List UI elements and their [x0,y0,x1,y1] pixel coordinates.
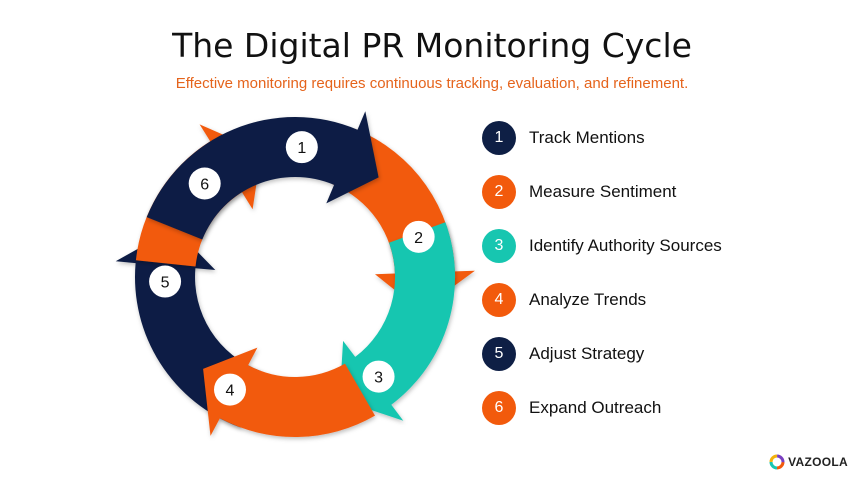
legend-item-identify-authority-sources: 3 Identify Authority Sources [482,229,822,263]
badge-number: 5 [161,275,170,292]
vazoola-logo-icon [769,454,785,470]
cycle-badge-step-2: 2 [402,220,435,253]
legend-label: Identify Authority Sources [529,236,722,255]
legend-label: Analyze Trends [529,290,647,309]
badge-circle [214,373,246,406]
legend-number-badge: 2 [482,175,516,209]
cycle-badges: 1 2 3 4 5 6 [149,131,435,406]
badge-circle [362,360,395,393]
legend-number-badge: 3 [482,229,516,263]
badge-number: 1 [297,140,306,157]
legend-label: Measure Sentiment [529,182,677,201]
legend-number-badge: 5 [482,337,516,371]
cycle-badge-step-1: 1 [285,131,318,164]
legend-item-adjust-strategy: 5 Adjust Strategy [482,337,822,371]
legend-item-measure-sentiment: 2 Measure Sentiment [482,175,822,209]
cycle-badge-step-3: 3 [362,360,395,393]
badge-number: 4 [226,383,235,400]
legend-label: Track Mentions [529,128,645,147]
cycle-arrow-step-1 [146,111,379,240]
badge-number: 6 [200,176,209,193]
legend-item-track-mentions: 1 Track Mentions [482,121,822,155]
legend-label: Adjust Strategy [529,344,645,363]
cycle-arrow-step-4 [203,347,375,438]
legend-item-analyze-trends: 4 Analyze Trends [482,283,822,317]
vazoola-logo: VAZOOLA [769,454,848,470]
badge-circle [402,220,435,253]
legend-number-badge: 6 [482,391,516,425]
cycle-badge-step-6: 6 [188,167,221,200]
legend-item-expand-outreach: 6 Expand Outreach [482,391,822,425]
steps-legend: 1 Track Mentions 2 Measure Sentiment 3 I… [482,121,822,445]
legend-number-badge: 4 [482,283,516,317]
badge-number: 3 [374,370,383,387]
logo-text: VAZOOLA [788,455,848,469]
cycle-badge-step-4: 4 [214,373,246,406]
page-subtitle: Effective monitoring requires continuous… [175,75,689,92]
badge-number: 2 [414,230,423,247]
badge-circle [149,265,182,298]
badge-circle [285,131,318,164]
legend-number-badge: 1 [482,121,516,155]
cycle-badge-step-5: 5 [149,265,182,298]
legend-label: Expand Outreach [529,398,662,417]
page-title: The Digital PR Monitoring Cycle [172,26,692,65]
badge-circle [188,167,221,200]
